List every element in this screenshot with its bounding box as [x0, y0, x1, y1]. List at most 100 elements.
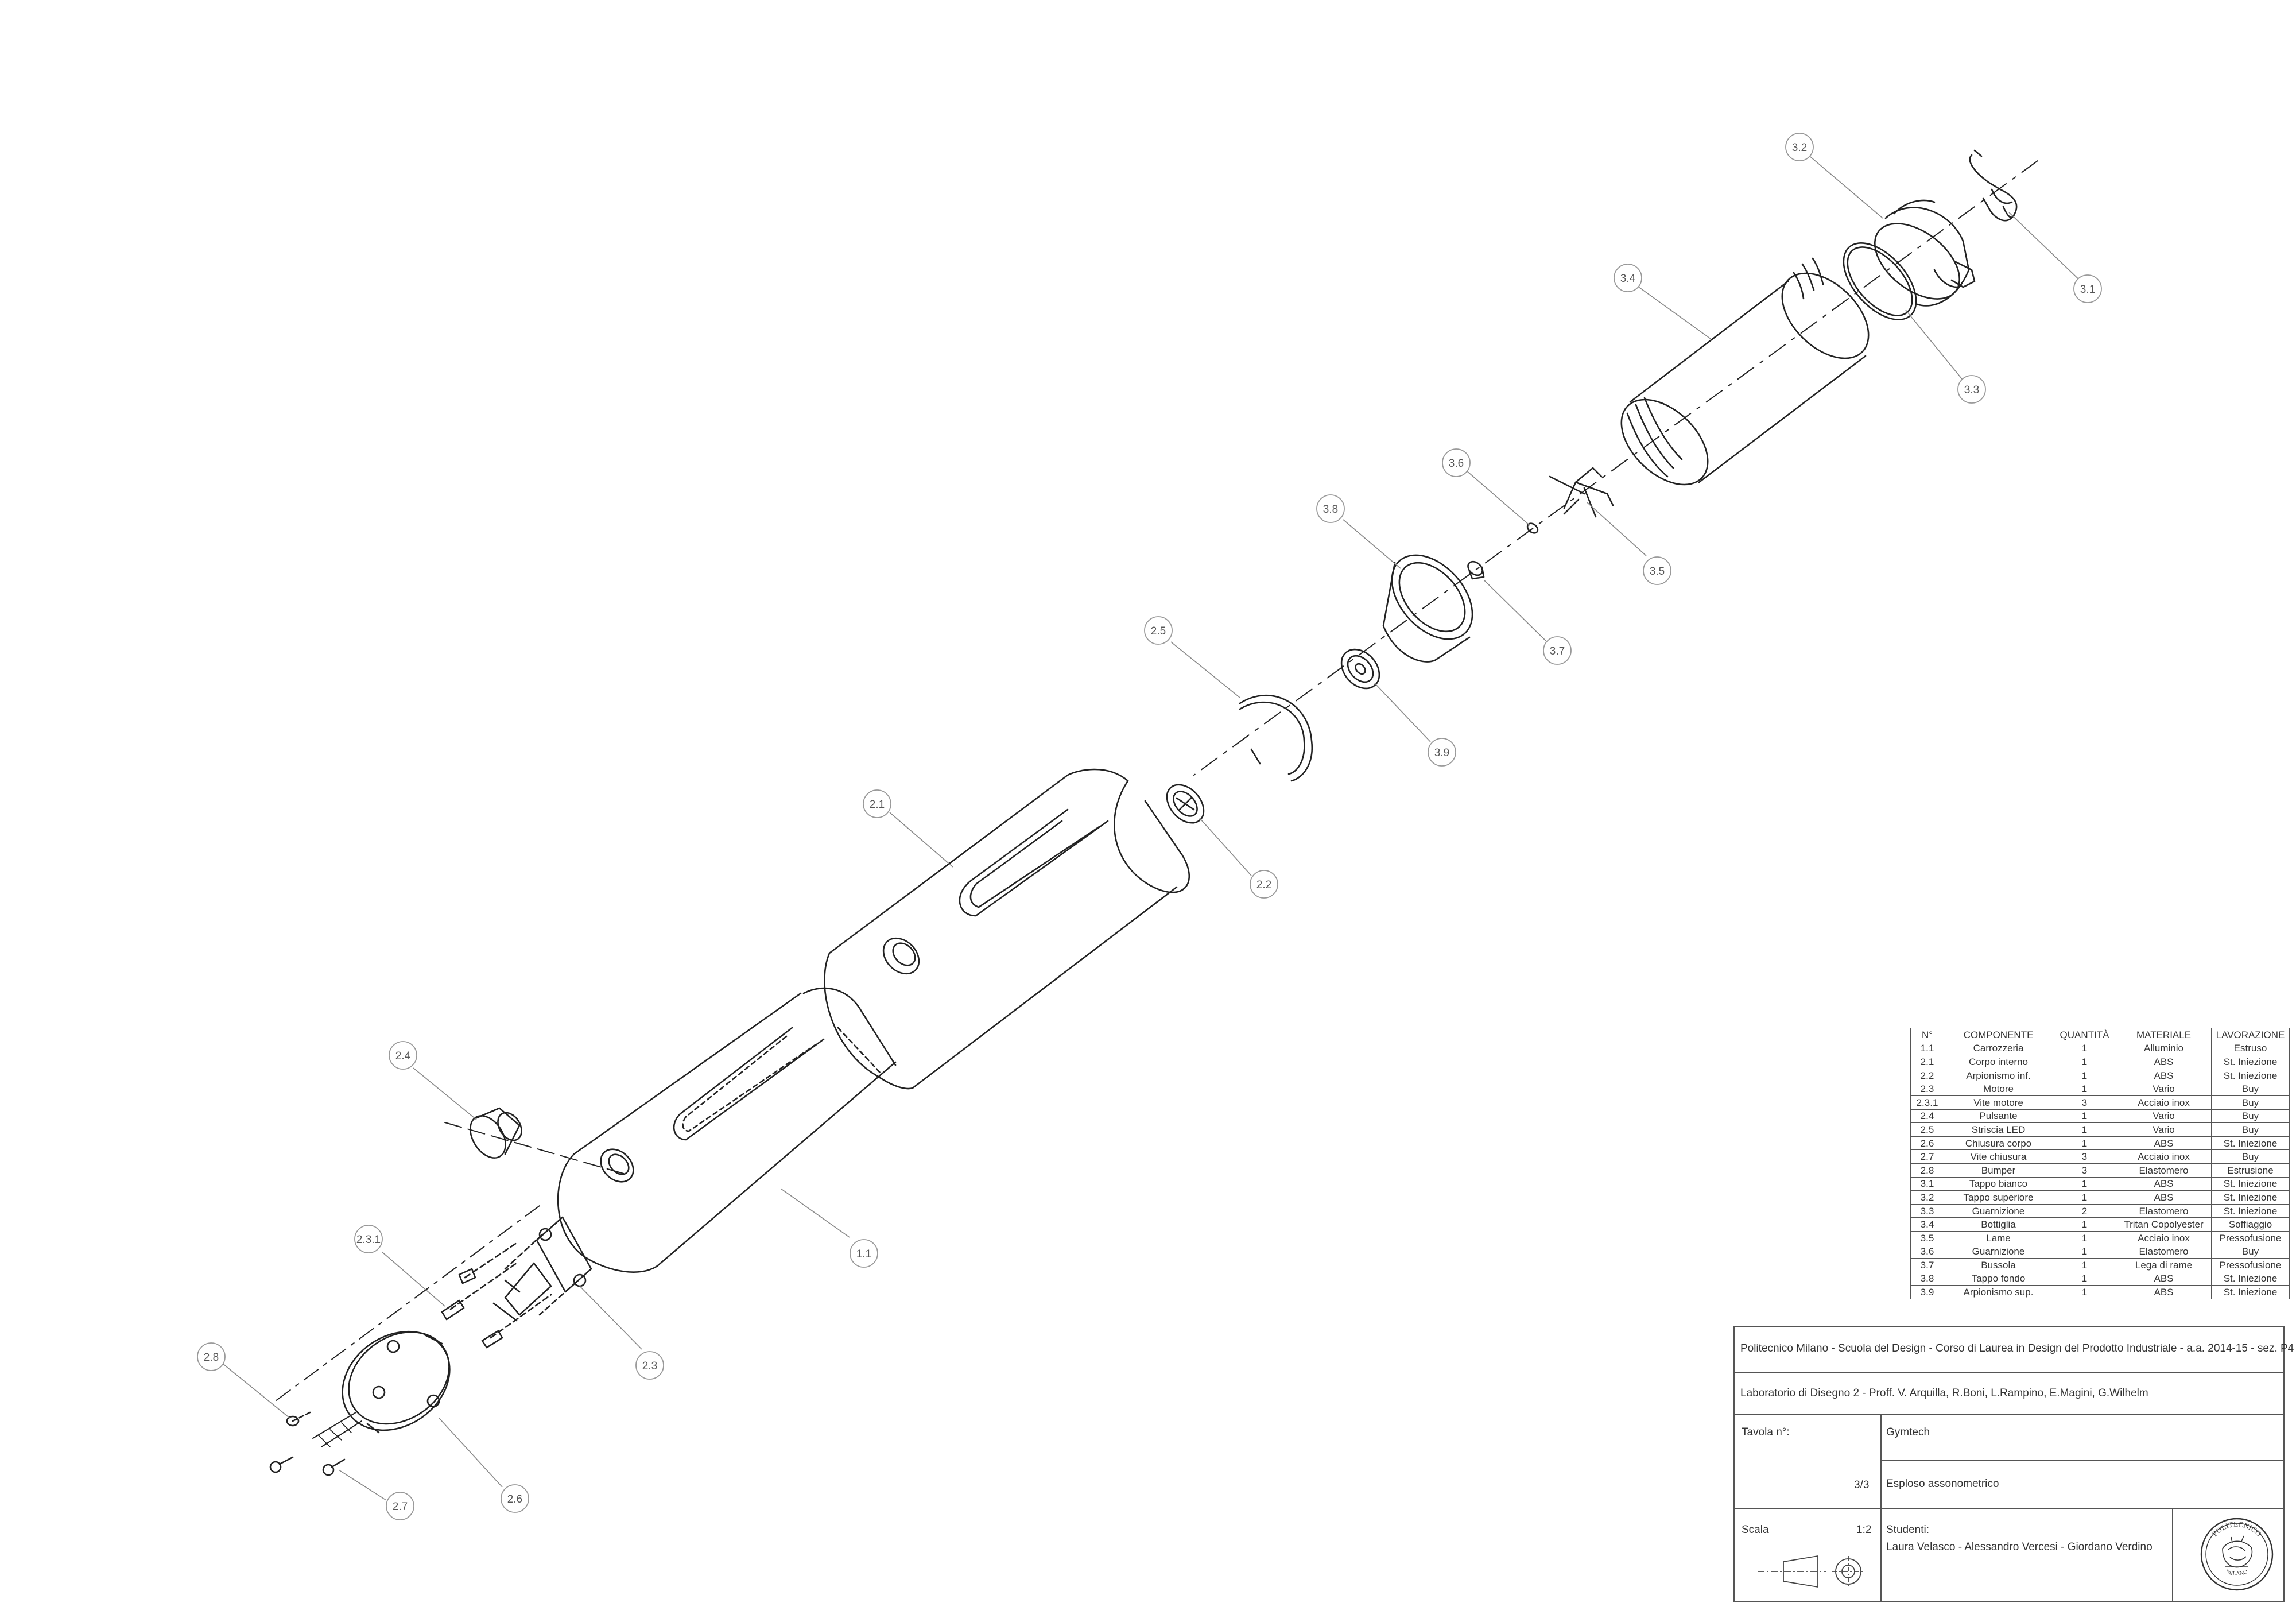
bom-cell-process: Estruso	[2211, 1041, 2290, 1056]
tavola-value: 3/3	[1854, 1479, 1870, 1491]
bom-header-quantity: QUANTITÀ	[2053, 1028, 2116, 1042]
bom-cell-quantity: 1	[2053, 1271, 2116, 1286]
bom-cell-number: 2.1	[1910, 1055, 1944, 1069]
bom-cell-process: Buy	[2211, 1082, 2290, 1096]
button-axis	[444, 1122, 626, 1175]
bom-header-number: N°	[1910, 1028, 1944, 1042]
callout-label: 3.8	[1323, 504, 1338, 516]
bom-cell-process: St. Iniezione	[2211, 1203, 2290, 1218]
leader-2-5	[1170, 641, 1240, 698]
bom-cell-number: 1.1	[1910, 1041, 1944, 1056]
callout-label: 2.5	[1151, 625, 1166, 637]
bom-cell-quantity: 1	[2053, 1230, 2116, 1245]
bom-cell-number: 3.4	[1910, 1217, 1944, 1232]
bom-cell-material: Vario	[2116, 1122, 2212, 1137]
bom-cell-process: Buy	[2211, 1122, 2290, 1137]
bom-cell-number: 2.7	[1910, 1149, 1944, 1164]
callout-label: 3.4	[1620, 273, 1636, 285]
callout-2-6: 2.6	[501, 1484, 529, 1513]
bom-cell-process: Soffiaggio	[2211, 1217, 2290, 1232]
bom-cell-component: Bottiglia	[1944, 1217, 2053, 1232]
callout-3-1: 3.1	[2073, 274, 2102, 303]
bom-cell-number: 2.8	[1910, 1163, 1944, 1178]
callout-2-5: 2.5	[1144, 616, 1173, 645]
bom-cell-number: 2.3.1	[1910, 1095, 1944, 1110]
bom-cell-quantity: 1	[2053, 1068, 2116, 1083]
bom-cell-quantity: 3	[2053, 1095, 2116, 1110]
seal-text-bottom: MILANO	[2225, 1569, 2248, 1577]
bom-cell-process: St. Iniezione	[2211, 1176, 2290, 1191]
view-name: Esploso assonometrico	[1886, 1478, 1999, 1490]
callout-3-9: 3.9	[1428, 738, 1456, 767]
seal-text-top: POLITECNICO	[2210, 1520, 2263, 1538]
bom-cell-quantity: 1	[2053, 1244, 2116, 1259]
bom-cell-material: Alluminio	[2116, 1041, 2212, 1056]
bom-cell-number: 3.1	[1910, 1176, 1944, 1191]
bom-cell-component: Chiusura corpo	[1944, 1136, 2053, 1151]
svg-text:MILANO: MILANO	[2225, 1569, 2248, 1577]
bom-cell-component: Arpionismo inf.	[1944, 1068, 2053, 1083]
bom-cell-material: Acciaio inox	[2116, 1095, 2212, 1110]
bom-cell-material: Vario	[2116, 1082, 2212, 1096]
leader-3-5	[1587, 502, 1647, 556]
bom-header-row: N° COMPONENTE QUANTITÀ MATERIALE LAVORAZ…	[1910, 1028, 2290, 1042]
callout-1-1: 1.1	[850, 1239, 878, 1268]
institution-text: Politecnico Milano - Scuola del Design -…	[1740, 1342, 2294, 1354]
bom-cell-quantity: 1	[2053, 1258, 2116, 1272]
bom-cell-component: Lame	[1944, 1230, 2053, 1245]
bom-cell-material: ABS	[2116, 1176, 2212, 1191]
bom-cell-component: Vite chiusura	[1944, 1149, 2053, 1164]
bom-cell-component: Pulsante	[1944, 1109, 2053, 1124]
politecnico-seal-logo: POLITECNICO MILANO	[2200, 1518, 2274, 1591]
bom-cell-process: Buy	[2211, 1095, 2290, 1110]
callout-label: 3.7	[1550, 645, 1565, 657]
bom-cell-process: Pressofusione	[2211, 1258, 2290, 1272]
bom-cell-quantity: 1	[2053, 1176, 2116, 1191]
bom-cell-component: Striscia LED	[1944, 1122, 2053, 1137]
leader-3-6	[1466, 470, 1530, 526]
bom-cell-quantity: 1	[2053, 1122, 2116, 1137]
leader-2-3	[579, 1286, 642, 1350]
part-3-7-bushing	[1467, 560, 1485, 580]
callout-label: 2.3.1	[356, 1234, 381, 1246]
callout-label: 2.1	[870, 799, 885, 811]
assembly-axis	[1193, 160, 2038, 776]
leader-2-4	[413, 1067, 477, 1120]
part-1-1-body-shell	[557, 987, 897, 1273]
callout-3-8: 3.8	[1316, 494, 1345, 523]
bom-cell-quantity: 1	[2053, 1136, 2116, 1151]
leader-3-1	[2008, 212, 2078, 279]
bom-cell-material: Elastomero	[2116, 1244, 2212, 1259]
part-2-2-lower-ratchet	[1166, 784, 1205, 824]
leader-3-3	[1905, 309, 1963, 380]
part-3-9-upper-ratchet	[1340, 648, 1380, 690]
callout-2-3: 2.3	[635, 1351, 664, 1380]
callout-3-4: 3.4	[1614, 264, 1642, 292]
callout-label: 1.1	[856, 1248, 871, 1260]
part-3-8-bottom-cap	[1382, 554, 1473, 663]
bom-cell-process: St. Iniezione	[2211, 1055, 2290, 1069]
callout-label: 2.3	[642, 1360, 657, 1372]
leader-3-9	[1374, 683, 1431, 742]
bom-cell-material: Elastomero	[2116, 1203, 2212, 1218]
bom-cell-component: Arpionismo sup.	[1944, 1285, 2053, 1299]
callout-2-4: 2.4	[389, 1041, 417, 1070]
bom-cell-component: Bumper	[1944, 1163, 2053, 1178]
bom-cell-process: Buy	[2211, 1244, 2290, 1259]
callout-2-1: 2.1	[863, 789, 891, 818]
bom-cell-number: 3.5	[1910, 1230, 1944, 1245]
callout-label: 3.6	[1449, 458, 1464, 470]
bom-header-component: COMPONENTE	[1944, 1028, 2053, 1042]
projection-symbol-icon	[1758, 1555, 1864, 1588]
callout-label: 3.3	[1964, 384, 1979, 396]
